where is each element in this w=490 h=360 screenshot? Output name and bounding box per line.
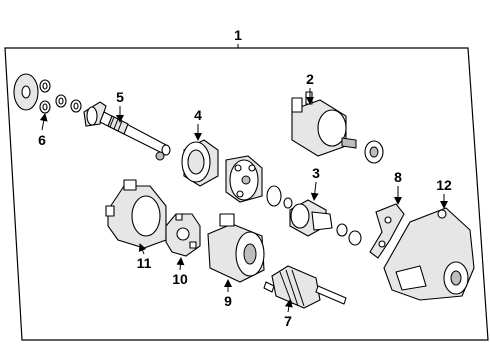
part-yoke <box>207 213 265 283</box>
callout-7: 7 <box>284 313 292 329</box>
part-gear-carrier <box>225 155 293 209</box>
part-washers <box>13 73 82 114</box>
leader-6 <box>39 113 48 131</box>
part-end-frame <box>105 179 167 249</box>
assembly-frame <box>4 47 489 341</box>
part-planetary-housing <box>181 139 219 187</box>
leader-3 <box>310 181 319 201</box>
part-armature <box>263 265 347 309</box>
leader-11 <box>138 243 147 255</box>
callout-3: 3 <box>312 165 320 181</box>
part-shaft <box>83 101 171 161</box>
callout-8: 8 <box>394 169 402 185</box>
callout-10: 10 <box>172 271 188 287</box>
callout-5: 5 <box>116 89 124 105</box>
callout-4: 4 <box>194 107 202 123</box>
callout-1: 1 <box>234 27 242 43</box>
callout-12: 12 <box>436 177 452 193</box>
callout-11: 11 <box>137 255 152 271</box>
leader-7 <box>284 299 293 313</box>
part-clutch <box>289 199 362 246</box>
part-brush-holder <box>165 213 201 257</box>
callout-6: 6 <box>38 132 46 148</box>
part-lever <box>369 203 405 259</box>
callout-9: 9 <box>224 293 232 309</box>
part-drive-housing <box>383 207 475 301</box>
part-solenoid <box>291 91 384 164</box>
callout-2: 2 <box>306 71 314 87</box>
leader-10 <box>176 257 185 271</box>
